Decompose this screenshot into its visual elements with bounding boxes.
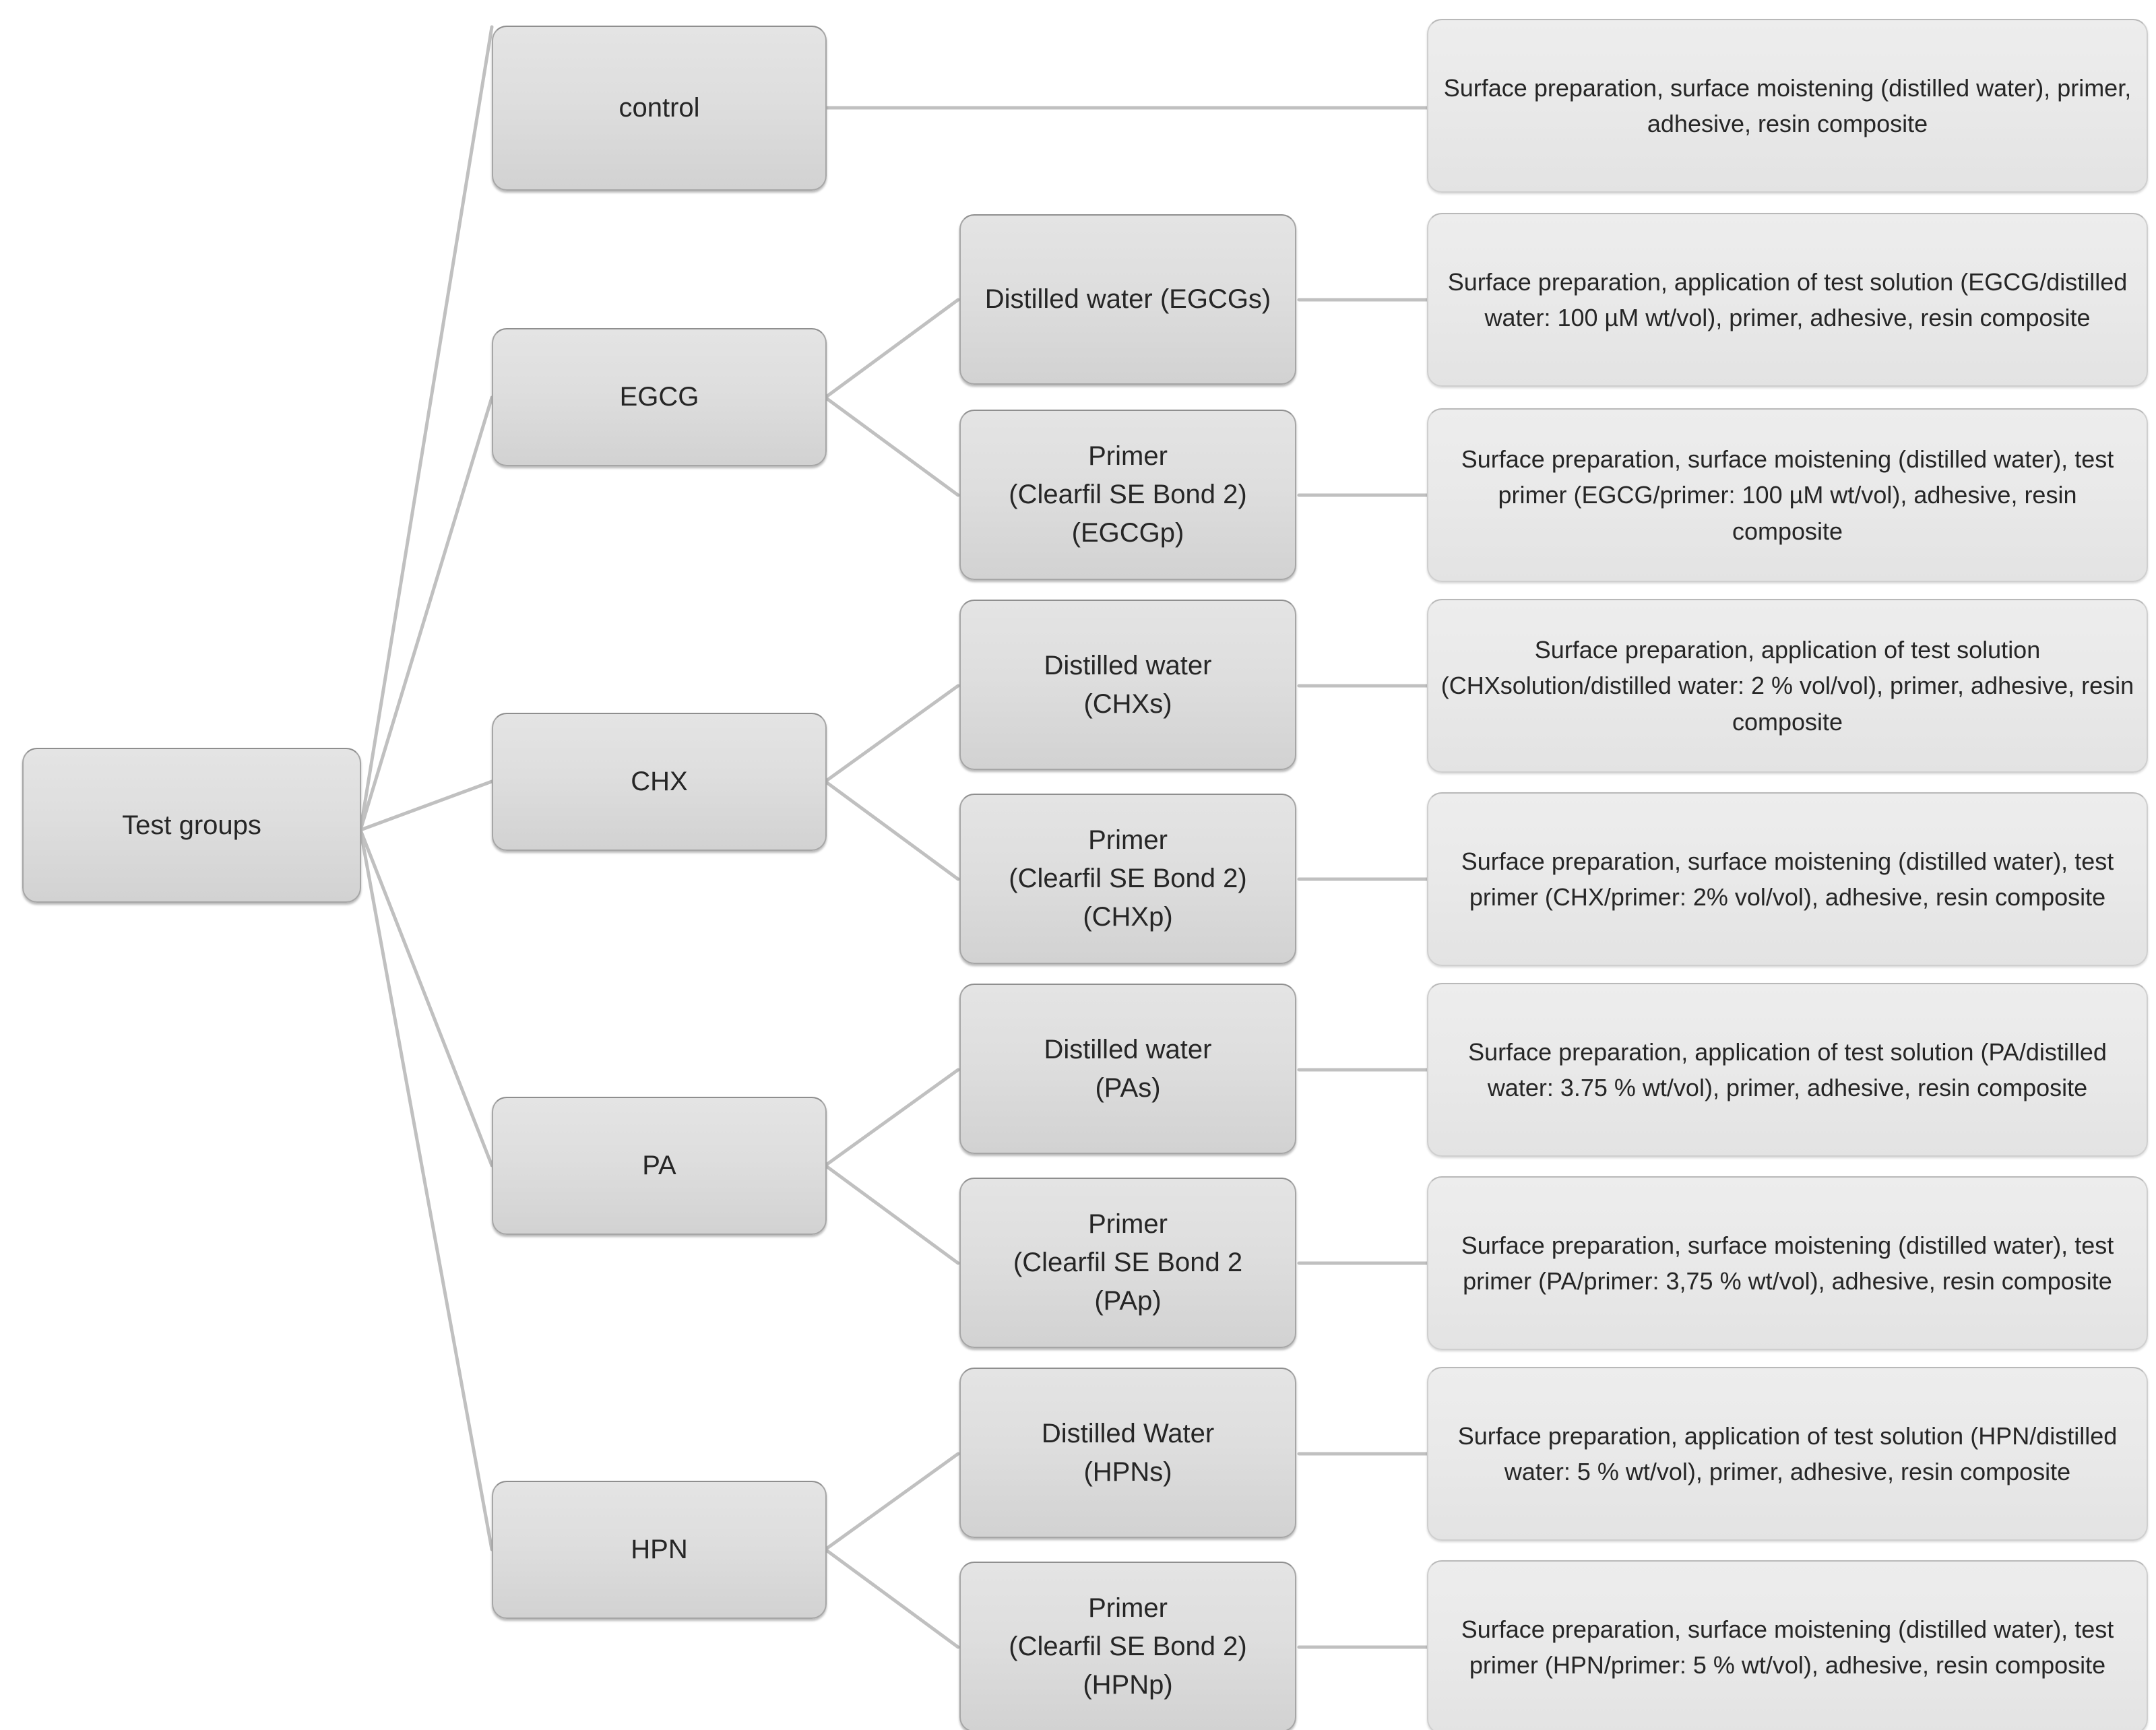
node-description-chxp-text: Surface preparation, surface moistening … bbox=[1461, 847, 2114, 911]
node-description-control[interactable]: Surface preparation, surface moistening … bbox=[1427, 19, 2148, 193]
node-group-control[interactable]: control bbox=[492, 26, 827, 191]
node-subgroup-hpnp[interactable]: Primer (Clearfil SE Bond 2) (HPNp) bbox=[959, 1562, 1296, 1730]
node-test-groups-label: Test groups bbox=[122, 810, 261, 840]
node-description-pas-text: Surface preparation, application of test… bbox=[1468, 1037, 2107, 1101]
node-description-hpns-text: Surface preparation, application of test… bbox=[1457, 1421, 2118, 1485]
node-subgroup-chxs[interactable]: Distilled water (CHXs) bbox=[959, 600, 1296, 770]
edge-chx-chxp bbox=[823, 779, 960, 881]
node-subgroup-pap[interactable]: Primer (Clearfil SE Bond 2 (PAp) bbox=[959, 1178, 1296, 1348]
node-description-egcgp[interactable]: Surface preparation, surface moistening … bbox=[1427, 408, 2148, 582]
node-description-egcgs[interactable]: Surface preparation, application of test… bbox=[1427, 213, 2148, 387]
edge-root-pa bbox=[358, 828, 494, 1167]
node-subgroup-egcgs[interactable]: Distilled water (EGCGs) bbox=[959, 214, 1296, 385]
node-subgroup-egcgp[interactable]: Primer (Clearfil SE Bond 2) (EGCGp) bbox=[959, 410, 1296, 580]
node-subgroup-hpns[interactable]: Distilled Water (HPNs) bbox=[959, 1368, 1296, 1538]
node-subgroup-pap-label: Primer (Clearfil SE Bond 2 (PAp) bbox=[1013, 1209, 1243, 1316]
node-subgroup-hpnp-label: Primer (Clearfil SE Bond 2) (HPNp) bbox=[1009, 1593, 1247, 1700]
node-group-chx[interactable]: CHX bbox=[492, 713, 827, 851]
edge-root-chx bbox=[358, 779, 494, 832]
node-group-hpn[interactable]: HPN bbox=[492, 1481, 827, 1619]
edge-hpn-hpnp bbox=[823, 1547, 960, 1649]
node-description-chxs[interactable]: Surface preparation, application of test… bbox=[1427, 599, 2148, 773]
node-subgroup-egcgp-label: Primer (Clearfil SE Bond 2) (EGCGp) bbox=[1009, 441, 1247, 548]
edge-chx-chxs bbox=[823, 684, 960, 783]
node-description-pap[interactable]: Surface preparation, surface moistening … bbox=[1427, 1176, 2148, 1350]
edge-egcg-egcgs bbox=[823, 298, 960, 399]
node-group-pa[interactable]: PA bbox=[492, 1097, 827, 1235]
node-test-groups[interactable]: Test groups bbox=[22, 748, 361, 903]
node-group-chx-label: CHX bbox=[631, 767, 688, 797]
node-group-control-label: control bbox=[619, 93, 700, 123]
node-subgroup-egcgs-label: Distilled water (EGCGs) bbox=[984, 284, 1271, 315]
node-group-hpn-label: HPN bbox=[631, 1535, 688, 1565]
node-subgroup-chxp-label: Primer (Clearfil SE Bond 2) (CHXp) bbox=[1009, 825, 1247, 932]
node-group-egcg[interactable]: EGCG bbox=[492, 328, 827, 466]
node-description-egcgs-text: Surface preparation, application of test… bbox=[1447, 267, 2128, 331]
node-description-pas[interactable]: Surface preparation, application of test… bbox=[1427, 983, 2148, 1157]
edge-root-egcg bbox=[358, 395, 494, 832]
node-description-hpns[interactable]: Surface preparation, application of test… bbox=[1427, 1367, 2148, 1541]
edge-pa-pas bbox=[823, 1068, 960, 1167]
node-description-control-text: Surface preparation, surface moistening … bbox=[1443, 73, 2132, 137]
edge-pa-pap bbox=[823, 1163, 960, 1265]
node-subgroup-pas[interactable]: Distilled water (PAs) bbox=[959, 984, 1296, 1154]
edge-root-control bbox=[358, 25, 494, 832]
node-group-egcg-label: EGCG bbox=[619, 382, 699, 412]
edge-root-hpn bbox=[358, 828, 494, 1551]
node-description-hpnp[interactable]: Surface preparation, surface moistening … bbox=[1427, 1560, 2148, 1730]
node-description-pap-text: Surface preparation, surface moistening … bbox=[1461, 1231, 2114, 1295]
node-description-chxs-text: Surface preparation, application of test… bbox=[1440, 636, 2134, 736]
edge-hpn-hpns bbox=[823, 1452, 960, 1551]
node-subgroup-chxs-label: Distilled water (CHXs) bbox=[1044, 650, 1212, 719]
node-description-hpnp-text: Surface preparation, surface moistening … bbox=[1461, 1615, 2114, 1679]
node-description-egcgp-text: Surface preparation, surface moistening … bbox=[1461, 445, 2114, 545]
node-subgroup-chxp[interactable]: Primer (Clearfil SE Bond 2) (CHXp) bbox=[959, 794, 1296, 964]
node-subgroup-hpns-label: Distilled Water (HPNs) bbox=[1041, 1418, 1215, 1487]
node-description-chxp[interactable]: Surface preparation, surface moistening … bbox=[1427, 792, 2148, 966]
edge-egcg-egcgp bbox=[823, 395, 960, 497]
node-subgroup-pas-label: Distilled water (PAs) bbox=[1044, 1034, 1212, 1103]
node-group-pa-label: PA bbox=[642, 1151, 676, 1181]
